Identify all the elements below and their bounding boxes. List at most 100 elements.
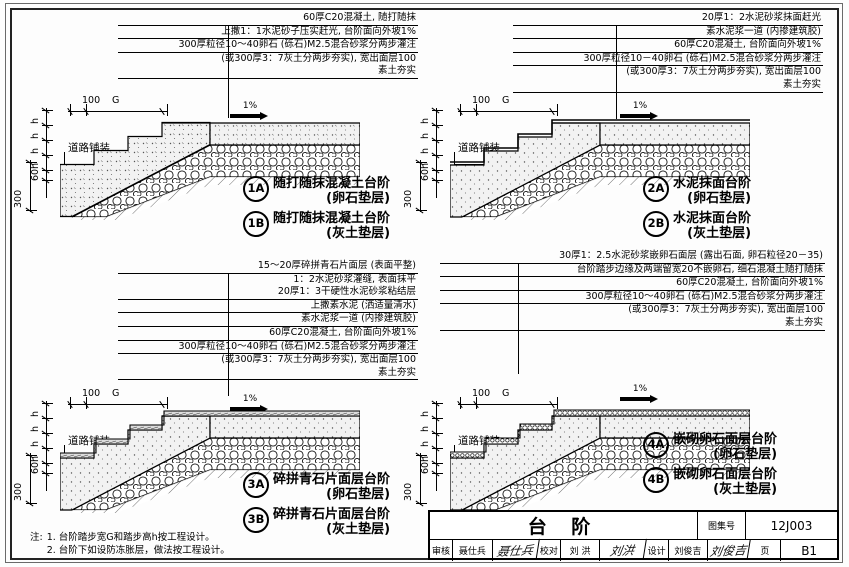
page-label: 页	[750, 540, 782, 561]
slope-indicator-2: 1%	[620, 101, 660, 111]
leader-drop-line	[228, 88, 229, 118]
spec-block-detail-4: 30厚1：2.5水泥砂浆嵌卵石面层 (露出石面, 卵石粒径20－35) 台阶踏步…	[440, 250, 825, 339]
slope-arrow-head	[650, 395, 658, 403]
spec-block-detail-3: 15～20厚碎拼青石片面层 (表面平整) 1：2水泥砂浆灌缝, 表面抹平 20厚…	[118, 260, 418, 381]
callout-label: 碎拼青石片面层台阶 (卵石垫层)	[273, 472, 390, 502]
hdim-extension	[70, 397, 71, 409]
vdim-h: h	[30, 425, 41, 432]
leader-bracket	[616, 25, 617, 101]
road-paving-leader	[64, 152, 65, 165]
sheet-border-inner	[10, 8, 839, 560]
spec-line: 30厚1：2.5水泥砂浆嵌卵石面层 (露出石面, 卵石粒径20－35)	[440, 250, 825, 264]
page-number: B1	[801, 543, 818, 558]
callout-bubble: 1A	[243, 176, 269, 202]
callout-bubble: 4B	[643, 467, 669, 493]
leader-bracket	[518, 263, 519, 339]
spec-line: 素土夯实	[440, 317, 825, 331]
hdim-extension	[460, 397, 461, 409]
hdim-extension	[86, 104, 87, 116]
spec-line: 60厚C20混凝土, 台阶面向外坡1%	[440, 277, 825, 291]
leader-drop-line	[518, 339, 519, 374]
atlas-number-label: 图集号	[698, 512, 746, 539]
slope-arrow-bar	[230, 114, 260, 118]
spec-line: (或300厚3：7灰土分两步夯实), 宽出面层100	[221, 52, 416, 64]
spec-line: 素水泥浆一道 (内掺建筑胶)	[513, 26, 823, 40]
vdim-h: h	[420, 147, 431, 154]
callout-name: 碎拼青石片面层台阶	[273, 472, 391, 487]
callout-label: 水泥抹面台阶 (卵石垫层)	[673, 176, 751, 206]
spec-line: (或300厚3：7灰土分两步夯实), 宽出面层100	[628, 304, 823, 316]
hdim-line	[458, 404, 558, 405]
callout-1A[interactable]: 1A 随打随抹混凝土台阶 (卵石垫层)	[243, 176, 390, 206]
slope-label: 1%	[242, 394, 258, 404]
callout-name: 水泥抹面台阶	[673, 211, 752, 226]
callout-2B[interactable]: 2B 水泥抹面台阶 (灰土垫层)	[643, 211, 751, 241]
spec-line: 15～20厚碎拼青石片面层 (表面平整)	[118, 260, 418, 274]
callout-3A[interactable]: 3A 碎拼青石片面层台阶 (卵石垫层)	[243, 472, 390, 502]
callout-4A[interactable]: 4A 嵌砌卵石面层台阶 (卵石垫层)	[643, 432, 777, 462]
design-signature: 刘俊吉	[706, 538, 752, 563]
spec-line: 60厚C20混凝土, 台阶面向外坡1%	[118, 327, 418, 341]
callout-1B[interactable]: 1B 随打随抹混凝土台阶 (灰土垫层)	[243, 211, 390, 241]
callout-2A[interactable]: 2A 水泥抹面台阶 (卵石垫层)	[643, 176, 751, 206]
design-label: 设计	[646, 540, 669, 561]
spec-block-detail-2: 20厚1：2水泥砂浆抹面赶光 素水泥浆一道 (内掺建筑胶) 60厚C20混凝土,…	[513, 12, 823, 101]
callout-name: 随打随抹混凝土台阶	[273, 176, 391, 191]
vdim-h: h	[30, 147, 41, 154]
hdim-extension	[557, 397, 558, 409]
leader-bracket	[228, 273, 229, 374]
spec-line: 300厚粒径10～40卵石 (砾石)M2.5混合砂浆分两步灌注	[118, 341, 418, 355]
drawing-title: 台 阶	[430, 512, 698, 539]
hdim-line	[68, 111, 168, 112]
callout-sub: (灰土垫层)	[326, 522, 391, 537]
spec-line: 素水泥浆一道 (内掺建筑胶)	[118, 313, 418, 327]
hdim-extension	[167, 397, 168, 409]
slope-arrow-bar	[230, 407, 260, 411]
vdim-300: 300	[403, 482, 414, 501]
section-figure-detail-3	[60, 398, 360, 513]
vdim-h: h	[30, 117, 41, 124]
vdim-60: 60	[420, 461, 431, 474]
vdim-h: h	[420, 117, 431, 124]
callout-name: 水泥抹面台阶	[673, 176, 752, 191]
callout-bubble: 3B	[243, 507, 269, 533]
callout-bubble: 3A	[243, 472, 269, 498]
vdim-h: h	[420, 425, 431, 432]
hdim-G-label: G	[112, 95, 120, 106]
vdim-h: h	[30, 132, 41, 139]
slope-arrow-head	[650, 112, 658, 120]
note-item: 2. 台阶下如设防冻胀层，做法按工程设计。	[46, 545, 230, 556]
slope-label: 1%	[632, 384, 648, 394]
callout-label: 随打随抹混凝土台阶 (灰土垫层)	[273, 211, 390, 241]
vdim-300: 300	[13, 189, 24, 208]
spec-line: 台阶踏步边缘及两端留宽20不嵌卵石, 细石混凝土随打随抹	[440, 264, 825, 278]
callout-sub: (卵石垫层)	[326, 487, 391, 502]
hdim-100-label: 100	[472, 388, 491, 399]
leader-drop-line	[616, 101, 617, 119]
sheet-border-outer	[5, 3, 843, 563]
road-paving-leader	[454, 152, 455, 165]
spec-line: 300厚粒径10～40卵石 (砾石)M2.5混合砂浆分两步灌注	[118, 39, 418, 53]
callout-label: 碎拼青石片面层台阶 (灰土垫层)	[273, 507, 390, 537]
hdim-extension	[476, 397, 477, 409]
hdim-extension	[86, 397, 87, 409]
vdim-60: 60	[30, 461, 41, 474]
hdim-line	[68, 404, 168, 405]
check-signature: 刘洪	[598, 538, 648, 563]
callout-3B[interactable]: 3B 碎拼青石片面层台阶 (灰土垫层)	[243, 507, 390, 537]
spec-line: (或300厚3：7灰土分两步夯实), 宽出面层100	[221, 354, 416, 366]
hdim-extension	[460, 104, 461, 116]
callout-4B[interactable]: 4B 嵌砌卵石面层台阶 (灰土垫层)	[643, 467, 777, 497]
design-name: 刘俊吉	[669, 540, 709, 561]
callout-name: 碎拼青石片面层台阶	[273, 507, 391, 522]
hdim-G-label: G	[502, 95, 510, 106]
spec-line: 素土夯实	[118, 367, 418, 381]
review-label: 审核	[430, 540, 454, 561]
note-item: 1. 台阶踏步宽G和踏步高h按工程设计。	[46, 532, 215, 543]
vdim-h: h	[420, 132, 431, 139]
hdim-extension	[476, 104, 477, 116]
hdim-G-label: G	[112, 388, 120, 399]
spec-line: 300厚粒径10－40卵石 (砾石)M2.5混合砂浆分两步灌注	[513, 53, 823, 67]
hdim-line	[458, 111, 558, 112]
